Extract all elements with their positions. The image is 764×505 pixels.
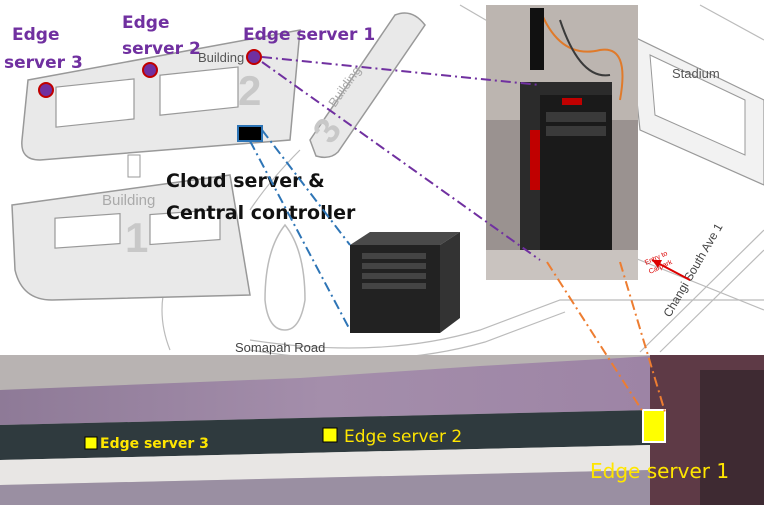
building-connector	[127, 154, 141, 178]
building-3-shape	[309, 12, 426, 159]
building-1-window-left	[54, 212, 121, 249]
edge-server-1-marker	[246, 49, 262, 65]
server-slot-4	[362, 283, 426, 289]
usb-device	[530, 8, 544, 70]
cloud-server-marker	[237, 125, 263, 142]
cloud-to-server-top-link	[261, 129, 351, 246]
pc-label-sticker	[562, 98, 582, 105]
building-right-door	[700, 370, 764, 505]
edge-server-2-photo-marker	[322, 427, 338, 443]
edge-server-3-marker	[38, 82, 54, 98]
edge-server-3-label-line1: Edge	[12, 25, 59, 45]
building-2-window-right	[159, 66, 239, 116]
server-side	[440, 232, 460, 333]
pc-cable-dark	[559, 19, 611, 77]
stadium-label: Stadium	[672, 66, 720, 81]
edge-server-3-label-line2: server 3	[4, 53, 83, 73]
edge-server-1-label: Edge server 1	[243, 25, 375, 45]
road-outline-3	[639, 229, 764, 353]
edge-server-2-label-line1: Edge	[122, 13, 169, 33]
building-1-word: Building	[102, 192, 155, 209]
edge-pc-photo	[486, 5, 638, 280]
cloud-to-server-bottom-link	[249, 140, 351, 331]
somapah-road-label: Somapah Road	[235, 340, 325, 355]
edge-server-1-photo-marker	[642, 409, 666, 443]
entry-arrow-head	[652, 260, 662, 268]
edge-server-1-photo-label: Edge server 1	[590, 459, 729, 483]
edge-markers	[38, 49, 263, 142]
edge-server-2-photo-label: Edge server 2	[344, 427, 462, 447]
edge-server-3-photo-label: Edge server 3	[100, 436, 209, 452]
building-lower-band	[0, 470, 650, 505]
building-photo: Edge server 3 Edge server 2 Edge server …	[0, 355, 764, 505]
pc-photo-floor	[486, 250, 638, 280]
campus-map: Building 2 Building 3 Building 1 Stadium…	[11, 4, 764, 360]
cloud-server-image	[350, 232, 460, 333]
building-2-number: 2	[238, 67, 261, 114]
building-purple-band	[0, 356, 650, 425]
server-slot-2	[362, 263, 426, 269]
pc-to-edge1-photo-link-right	[619, 261, 666, 413]
edge-server-3-photo-marker	[84, 436, 98, 450]
pc-front-panel	[540, 95, 612, 260]
edge-server-2-label-line2: server 2	[122, 39, 201, 59]
links	[249, 56, 666, 413]
pc-to-edge1-photo-link-left	[546, 261, 644, 413]
stadium-inner	[649, 54, 746, 156]
road-outline-1	[249, 299, 764, 349]
road-outline-9	[699, 4, 764, 41]
building-1-shape	[11, 174, 251, 301]
cloud-label-line1: Cloud server &	[166, 170, 325, 192]
edge-server-2-marker	[142, 62, 158, 78]
server-slot-3	[362, 273, 426, 279]
building-2-word: Building	[198, 50, 244, 65]
pc-red-stripe	[530, 130, 540, 190]
building-2-window-left	[55, 78, 135, 128]
edge1-to-pc-base-link	[261, 61, 541, 261]
building-white-band	[0, 445, 650, 485]
pc-drive-bay-2	[546, 126, 606, 136]
road-outline-4	[659, 249, 764, 353]
pc-cable-orange	[539, 9, 624, 101]
pc-drive-bay-1	[546, 112, 606, 122]
map-labels: Edge server 3 Edge server 2 Edge server …	[4, 13, 375, 224]
road-outline-7	[249, 149, 301, 211]
building-1-window-right	[149, 208, 221, 246]
building-1-number: 1	[125, 214, 148, 261]
cloud-label-line2: Central controller	[166, 202, 356, 224]
server-top	[350, 232, 460, 245]
roundabout	[264, 223, 306, 331]
edge1-to-pc-link	[261, 56, 541, 86]
server-slot-1	[362, 253, 426, 259]
